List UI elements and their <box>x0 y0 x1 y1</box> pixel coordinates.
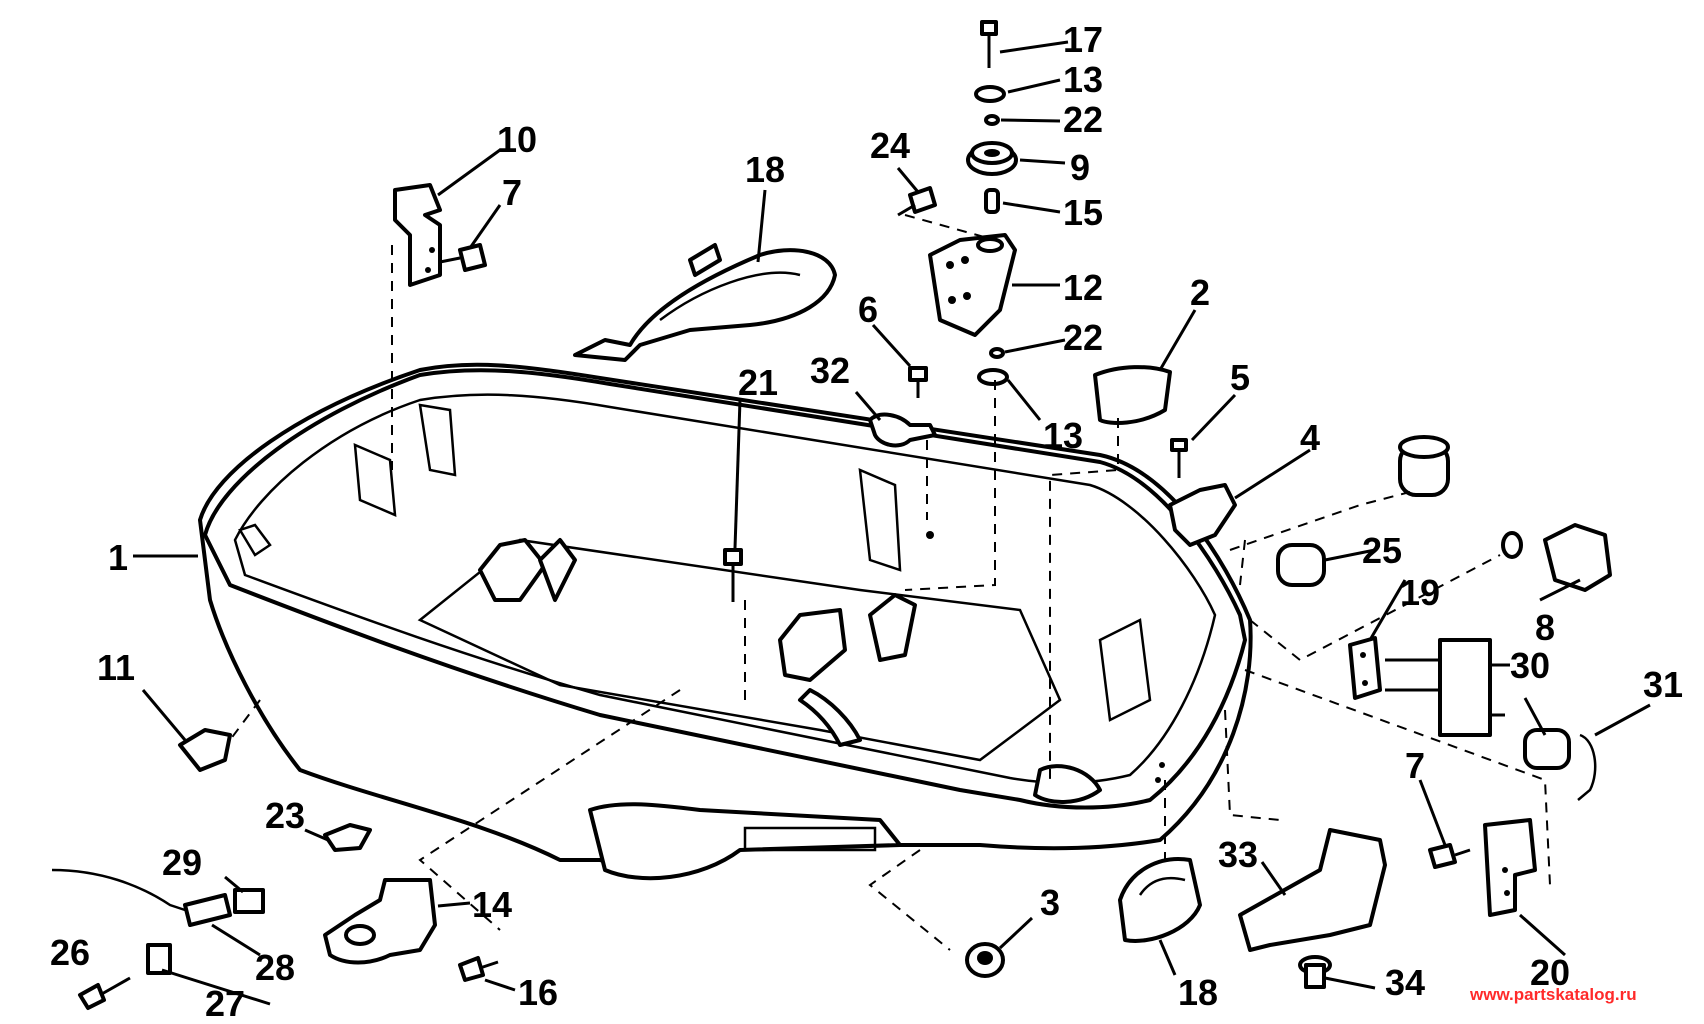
connector-part-8 <box>1385 523 1612 737</box>
clamp-part-32 <box>868 412 937 448</box>
screw-part-5 <box>1170 438 1188 478</box>
cap-part-30 <box>1523 728 1571 770</box>
label-16: 16 <box>518 972 558 1013</box>
label-1: 1 <box>108 537 128 578</box>
screw-part-24 <box>897 186 937 217</box>
screw-part-16 <box>458 956 499 982</box>
label-14: 14 <box>472 884 512 925</box>
grommet-part-3 <box>965 942 1005 978</box>
label-32: 32 <box>810 350 850 391</box>
clip-part-31 <box>1577 733 1597 801</box>
watermark-text: www.partskatalog.ru <box>1469 985 1637 1004</box>
assembly-lines <box>229 214 1551 951</box>
label-22-upper: 22 <box>1063 99 1103 140</box>
washer-part-22-upper <box>984 114 1000 126</box>
label-10: 10 <box>497 119 537 160</box>
handle-part-18-upper <box>573 243 837 362</box>
clip-part-27 <box>146 943 172 975</box>
label-23: 23 <box>265 795 305 836</box>
leader-lines <box>133 40 1651 1006</box>
label-22-lower: 22 <box>1063 317 1103 358</box>
label-12: 12 <box>1063 267 1103 308</box>
label-26: 26 <box>50 932 90 973</box>
label-13-lower: 13 <box>1043 415 1083 456</box>
label-27: 27 <box>205 983 245 1024</box>
label-28: 28 <box>255 947 295 988</box>
clip-part-29 <box>233 888 265 914</box>
washer-part-13-lower <box>977 368 1009 386</box>
plug-part-11 <box>178 728 232 772</box>
label-3: 3 <box>1040 882 1060 923</box>
bolt-part-21 <box>723 548 743 602</box>
bracket-part-14 <box>323 878 437 965</box>
plate-part-19 <box>1348 531 1523 700</box>
sleeve-part-15 <box>984 188 1000 214</box>
bolt-part-17 <box>980 20 998 68</box>
grommet-part-9 <box>966 141 1018 176</box>
label-34: 34 <box>1385 962 1425 1003</box>
label-31: 31 <box>1643 664 1683 705</box>
label-5: 5 <box>1230 357 1250 398</box>
label-13-upper: 13 <box>1063 59 1103 100</box>
lever-part-4 <box>1168 483 1237 547</box>
label-4: 4 <box>1300 417 1320 458</box>
label-2: 2 <box>1190 272 1210 313</box>
label-18-upper: 18 <box>745 149 785 190</box>
cap-part-2 <box>1093 365 1172 425</box>
label-25: 25 <box>1362 530 1402 571</box>
label-8: 8 <box>1535 607 1555 648</box>
screw-part-7-upper <box>439 243 487 272</box>
lower-cowl-part-1 <box>198 362 1253 881</box>
washer-part-22-lower <box>989 347 1005 359</box>
label-15: 15 <box>1063 192 1103 233</box>
label-9: 9 <box>1070 147 1090 188</box>
label-21: 21 <box>738 362 778 403</box>
label-19: 19 <box>1400 572 1440 613</box>
screw-part-6 <box>908 366 928 398</box>
cable-part-28 <box>51 868 232 927</box>
label-7-upper: 7 <box>502 172 522 213</box>
label-7-lower: 7 <box>1405 745 1425 786</box>
label-17: 17 <box>1063 19 1103 60</box>
bracket-part-10 <box>393 183 442 287</box>
callout-labels: 1 2 3 4 5 6 7 7 8 9 10 11 12 13 13 14 15… <box>50 19 1683 1024</box>
label-18-lower: 18 <box>1178 972 1218 1013</box>
label-6: 6 <box>858 289 878 330</box>
handle-part-18-lower <box>1118 857 1202 943</box>
washer-part-13-upper <box>974 85 1006 103</box>
label-11: 11 <box>97 647 135 688</box>
bracket-part-20 <box>1483 818 1537 917</box>
label-30: 30 <box>1510 645 1550 686</box>
label-29: 29 <box>162 842 202 883</box>
screw-part-7-lower <box>1428 843 1471 869</box>
screw-part-34 <box>1298 955 1332 989</box>
label-33: 33 <box>1218 834 1258 875</box>
mount-bracket-part-12 <box>928 233 1017 337</box>
bracket-part-33 <box>1238 828 1387 952</box>
clip-part-23 <box>323 823 372 852</box>
bolt-part-26 <box>78 976 131 1010</box>
label-24: 24 <box>870 125 910 166</box>
roller-part-25 <box>1276 435 1450 587</box>
label-20: 20 <box>1530 952 1570 993</box>
